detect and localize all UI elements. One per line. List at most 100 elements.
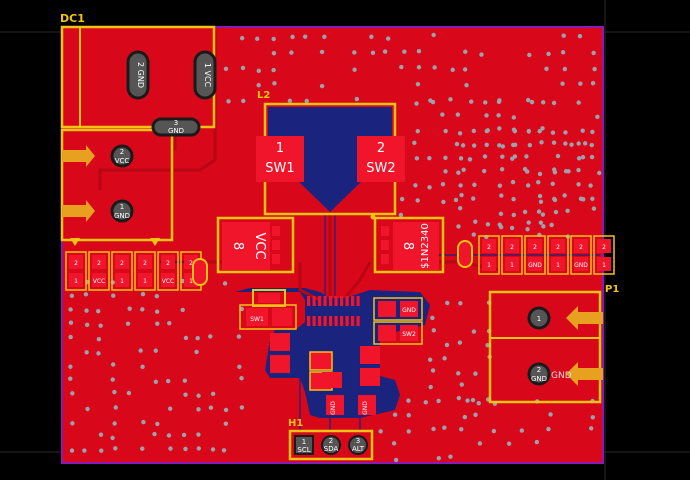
p1-designator[interactable]: P1 — [605, 284, 619, 295]
resistor[interactable]: 21 — [111, 251, 133, 291]
via — [541, 224, 546, 229]
capsule-pad-left[interactable] — [192, 258, 208, 286]
dc1-side-pin-vcc[interactable]: 2 VCC — [62, 144, 134, 168]
via — [256, 68, 261, 74]
h1-pin-alt[interactable]: 3 ALT — [348, 435, 368, 455]
resistor[interactable]: 21 — [134, 251, 156, 291]
via — [96, 351, 101, 356]
via — [546, 426, 551, 432]
h1-pin-scl[interactable]: 1 SCL — [294, 435, 314, 455]
via — [208, 334, 213, 339]
via — [196, 407, 201, 412]
ic-pad — [329, 296, 333, 306]
via — [194, 349, 199, 355]
via — [154, 293, 160, 299]
via — [183, 446, 188, 452]
via — [590, 81, 596, 86]
via — [84, 350, 89, 355]
dc1-connector[interactable]: 2 GND 1 VCC 3 GND 2 VCC 1 GND — [60, 25, 217, 246]
center-ic[interactable] — [307, 296, 360, 326]
via — [470, 397, 476, 403]
cap-left-lower[interactable] — [270, 333, 290, 373]
via — [99, 448, 104, 453]
via — [461, 167, 466, 172]
l2-inductor[interactable]: 1 SW1 2 SW2 — [256, 102, 405, 216]
dc1-pin-name: VCC — [203, 70, 212, 87]
resistor[interactable]: 21 — [478, 235, 500, 275]
via — [555, 153, 561, 159]
ic-pad — [312, 296, 316, 306]
small-pad-label: GND — [402, 307, 416, 314]
via — [393, 457, 399, 463]
h1-header[interactable]: 1 SCL 2 SDA 3 ALT — [288, 429, 374, 461]
via — [427, 185, 432, 190]
resistor[interactable]: 21 — [65, 251, 87, 291]
via — [412, 140, 417, 146]
pad-gnd-small[interactable]: GND — [373, 297, 423, 321]
via — [597, 170, 602, 176]
via — [430, 315, 435, 321]
l2-designator[interactable]: L2 — [257, 90, 270, 101]
ic-pad — [312, 316, 316, 326]
via — [482, 168, 487, 174]
via — [352, 50, 357, 55]
via — [577, 34, 583, 39]
via — [482, 154, 488, 159]
via — [436, 456, 442, 461]
capsule-pad-right[interactable] — [457, 240, 473, 268]
via — [113, 405, 118, 410]
via — [563, 169, 569, 174]
l2-pad-name: SW2 — [366, 161, 395, 176]
resistor[interactable]: 21 — [593, 235, 615, 275]
resistor-label: 2 — [143, 260, 147, 267]
gnd-pads-bottom[interactable]: GND GND — [326, 395, 376, 415]
arrow-left-icon — [566, 362, 603, 386]
pad-sw1-small[interactable]: SW1 — [239, 304, 297, 330]
dc1-pin-vcc-vertical[interactable]: 1 VCC — [193, 50, 217, 100]
h1-pin-sda[interactable]: 2 SDA — [321, 435, 341, 455]
p1-connector[interactable]: 1 2 GND GND — [488, 290, 603, 404]
via — [415, 81, 421, 87]
resistor-label: 2 — [487, 244, 491, 251]
via — [511, 196, 516, 202]
dc1-designator[interactable]: DC1 — [60, 12, 85, 25]
cap-bottom-center[interactable] — [309, 351, 342, 391]
h1-designator[interactable]: H1 — [288, 418, 303, 429]
via — [540, 100, 546, 105]
via — [354, 96, 360, 102]
h1-pin-name: ALT — [352, 445, 365, 453]
resistor[interactable]: 21 — [547, 235, 569, 275]
cap-left-upper[interactable] — [252, 289, 286, 307]
l2-pad-sw2[interactable]: 2 SW2 — [357, 136, 405, 182]
ic-pad — [340, 296, 344, 306]
chip-right[interactable]: 8 $1N2340 — [370, 214, 445, 274]
via — [448, 454, 453, 459]
via — [540, 126, 545, 131]
dc1-pin-gnd-vertical[interactable]: 2 GND — [126, 50, 150, 100]
via — [526, 129, 532, 134]
pad-sw2-small[interactable]: SW2 — [373, 321, 423, 345]
p1-pin-2[interactable]: 2 GND — [527, 362, 551, 386]
resistor-label: 2 — [556, 244, 560, 251]
p1-pin-1[interactable]: 1 — [527, 306, 551, 330]
via — [82, 448, 87, 453]
via — [459, 192, 464, 198]
via — [537, 171, 543, 177]
via — [473, 371, 478, 376]
l2-pad-sw1[interactable]: 1 SW1 — [256, 136, 304, 182]
cap-right-lower[interactable] — [360, 346, 380, 386]
via — [506, 441, 512, 446]
resistor[interactable]: 21 — [501, 235, 523, 275]
dc1-pin-gnd-horizontal[interactable]: 3 GND — [151, 117, 201, 137]
dc1-side-pin-gnd[interactable]: 1 GND — [62, 199, 134, 223]
via — [237, 364, 242, 369]
h1-pin-num: 2 — [329, 437, 333, 445]
via — [457, 131, 463, 136]
chip-left[interactable]: 8 VCC — [216, 216, 295, 274]
